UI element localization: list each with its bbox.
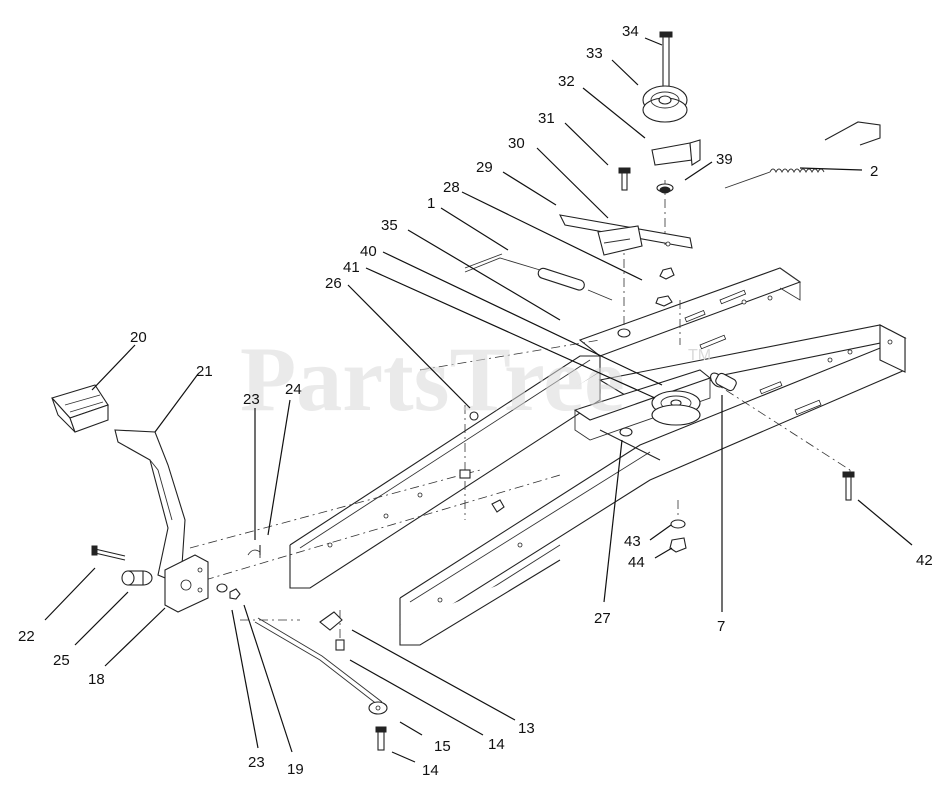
- callout-14-upper: 14: [488, 736, 505, 753]
- callout-29: 29: [476, 159, 493, 176]
- callout-22: 22: [18, 628, 35, 645]
- nut-28: [659, 267, 675, 280]
- nut: [229, 588, 241, 600]
- watermark-trademark: TM: [688, 347, 711, 364]
- callout-39: 39: [716, 151, 733, 168]
- callout-24: 24: [285, 381, 302, 398]
- callout-31: 31: [538, 110, 555, 127]
- brake-rod: [254, 611, 388, 751]
- callout-23-lower: 23: [248, 754, 265, 771]
- pedal-arm: [114, 429, 186, 581]
- clip: [247, 549, 261, 558]
- callout-21: 21: [196, 363, 213, 380]
- callout-41: 41: [343, 259, 360, 276]
- frame-rails: [289, 267, 907, 646]
- callout-23-upper: 23: [243, 391, 260, 408]
- watermark-text: PartsTree: [240, 328, 625, 430]
- callout-1: 1: [427, 195, 435, 212]
- drive-pulley: [619, 372, 737, 437]
- callout-32: 32: [558, 73, 575, 90]
- bushing: [121, 570, 153, 586]
- watermark: PartsTree TM: [240, 328, 711, 430]
- leader-lines: [44, 37, 913, 763]
- pulley-bracket: [651, 142, 693, 166]
- callout-28: 28: [443, 179, 460, 196]
- callout-14-lower: 14: [422, 762, 439, 779]
- callout-15: 15: [434, 738, 451, 755]
- idler-pulley: [642, 85, 688, 123]
- brake-pedal-assembly: [51, 384, 261, 613]
- clevis: [319, 611, 345, 651]
- bolt-42-assembly: [669, 471, 855, 553]
- callout-13: 13: [518, 720, 535, 737]
- pulley-bolt: [662, 34, 670, 91]
- tension-spring: [724, 121, 881, 189]
- callouts: 34 33 32 31 39 2 30 29 28 1 35 40 41 26 …: [18, 23, 933, 779]
- pedal-bolt: [91, 545, 126, 561]
- callout-20: 20: [130, 329, 147, 346]
- callout-27: 27: [594, 610, 611, 627]
- callout-7: 7: [717, 618, 725, 635]
- callout-42: 42: [916, 552, 933, 569]
- callout-43: 43: [624, 533, 641, 550]
- drive-pin: [710, 372, 737, 392]
- callout-30: 30: [508, 135, 525, 152]
- callout-2: 2: [870, 163, 878, 180]
- callout-40: 40: [360, 243, 377, 260]
- rod-bolt: [375, 726, 387, 751]
- pedal-pad: [51, 384, 109, 433]
- callout-44: 44: [628, 554, 645, 571]
- idler-pulley-assembly: [464, 31, 881, 338]
- pedal-bracket: [164, 554, 209, 613]
- callout-18: 18: [88, 671, 105, 688]
- callout-34: 34: [622, 23, 639, 40]
- callout-33: 33: [586, 45, 603, 62]
- callout-25: 25: [53, 652, 70, 669]
- callout-35: 35: [381, 217, 398, 234]
- callout-26: 26: [325, 275, 342, 292]
- washer: [216, 583, 228, 593]
- callout-19: 19: [287, 761, 304, 778]
- brake-spring: [464, 253, 613, 301]
